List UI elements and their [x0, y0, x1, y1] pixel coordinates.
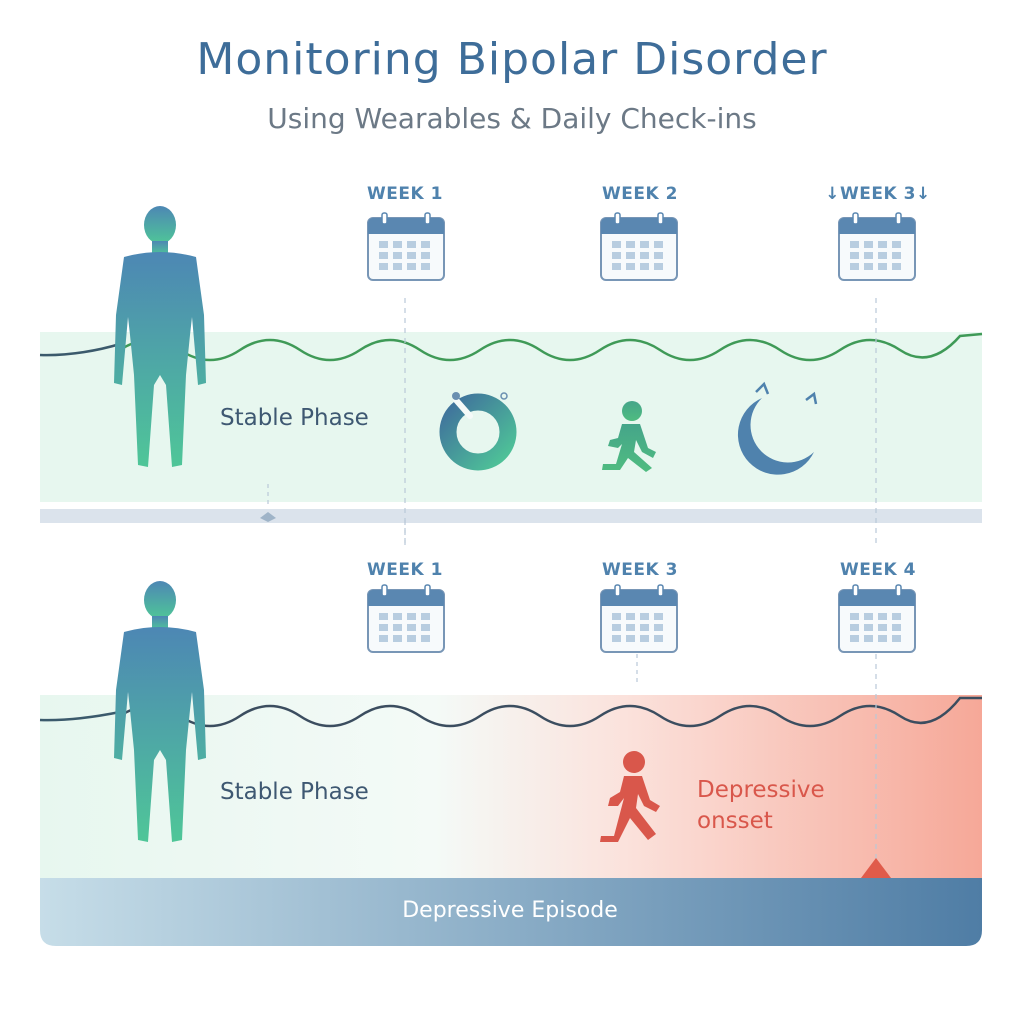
onset-marker-icon: [861, 858, 891, 878]
mood-wave-bottom-start: [39, 710, 121, 722]
calendar-icon: [838, 584, 916, 653]
depressive-onset-label: Depressive onsset: [697, 775, 825, 837]
calendar-icon: [367, 584, 445, 653]
week-label: WEEK 2: [602, 184, 678, 204]
depressive-episode-bar: [40, 878, 982, 946]
week-label: WEEK 1: [367, 184, 443, 204]
calendar-icon: [600, 212, 678, 281]
onset-label-line1: Depressive: [697, 777, 825, 803]
onset-label-line2: onsset: [697, 808, 773, 834]
page-title: Monitoring Bipolar Disorder: [196, 34, 828, 85]
week-label: WEEK 1: [367, 560, 443, 580]
mood-wave-top-start: [39, 342, 121, 357]
calendar-icon: [838, 212, 916, 281]
activity-ring-icon: [439, 392, 517, 471]
episode-bar-label: Depressive Episode: [402, 898, 618, 923]
walking-person-icon: [602, 401, 656, 472]
week-label: WEEK 4: [840, 560, 916, 580]
week-label: ↓WEEK 3↓: [825, 184, 931, 204]
walking-person-red-icon: [600, 751, 660, 842]
mood-wave-top: [119, 332, 983, 362]
divider-marker-icon: [260, 512, 276, 522]
phase-label: Stable Phase: [220, 779, 369, 805]
calendar-icon: [367, 212, 445, 281]
week-label: WEEK 3: [602, 560, 678, 580]
phase-label: Stable Phase: [220, 405, 369, 431]
divider-bar: [40, 509, 982, 523]
mood-wave-bottom: [119, 696, 982, 728]
sleep-moon-icon: [737, 381, 818, 475]
calendar-icon: [600, 584, 678, 653]
page-subtitle: Using Wearables & Daily Check-ins: [267, 102, 757, 135]
